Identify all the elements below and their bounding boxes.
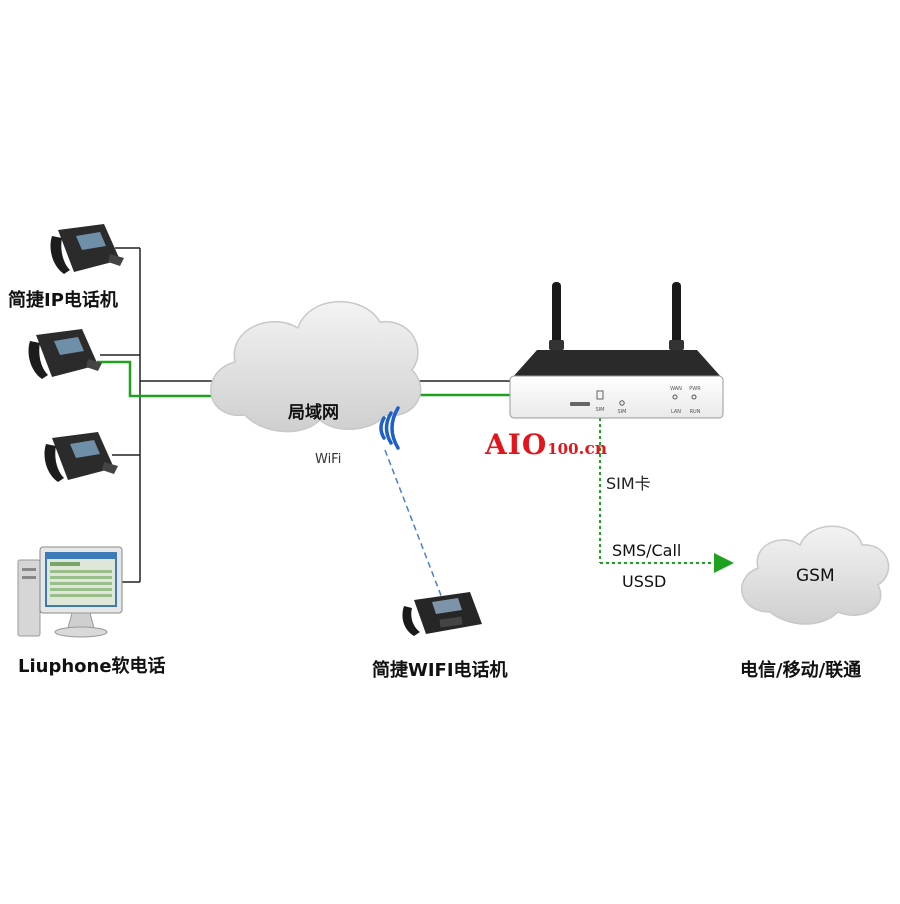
label-ussd: USSD (622, 572, 667, 591)
gsm-cloud (741, 525, 890, 625)
antenna-right-icon (669, 282, 684, 350)
ethernet-bus (100, 247, 510, 583)
brand-part2: 100 (547, 440, 579, 458)
label-lan-cloud: 局域网 (288, 403, 339, 423)
gateway-router: SIM SIM WAN PWR LAN RUN (509, 282, 724, 419)
ip-phone-icon (50, 224, 124, 274)
brand-part3: .cn (578, 439, 608, 459)
ip-phone-icon (28, 329, 102, 379)
ip-phone-icon (44, 432, 118, 482)
softphone-pc-icon (17, 546, 123, 638)
lan-cloud (210, 301, 422, 433)
sim-slot-icon (570, 402, 590, 406)
label-sim-card: SIM卡 (606, 474, 651, 493)
antenna-left-icon (549, 282, 564, 350)
label-carriers: 电信/移动/联通 (740, 660, 862, 681)
wifi-phone-icon (402, 592, 482, 636)
label-softphone: Liuphone软电话 (18, 656, 166, 677)
panel-label-lan: LAN (671, 409, 681, 415)
wifi-dashed-link (384, 449, 443, 599)
label-wifi: WiFi (315, 452, 342, 467)
label-wifi-phone: 简捷WIFI电话机 (372, 660, 508, 681)
label-sms-call: SMS/Call (612, 541, 682, 560)
brand-watermark: AIO100.cn (485, 428, 607, 461)
panel-label-wan: WAN (670, 386, 682, 392)
sim-link-arrow (599, 418, 734, 573)
panel-label-run: RUN (690, 409, 701, 415)
panel-label-sim1: SIM (596, 407, 605, 413)
label-gsm: GSM (796, 566, 835, 586)
panel-label-sim2: SIM (618, 409, 627, 415)
green-link (97, 360, 510, 398)
wifi-signal-icon (379, 406, 400, 450)
label-ip-phones: 简捷IP电话机 (8, 290, 118, 311)
panel-label-pwr: PWR (689, 386, 701, 392)
brand-part1: AIO (485, 428, 548, 461)
